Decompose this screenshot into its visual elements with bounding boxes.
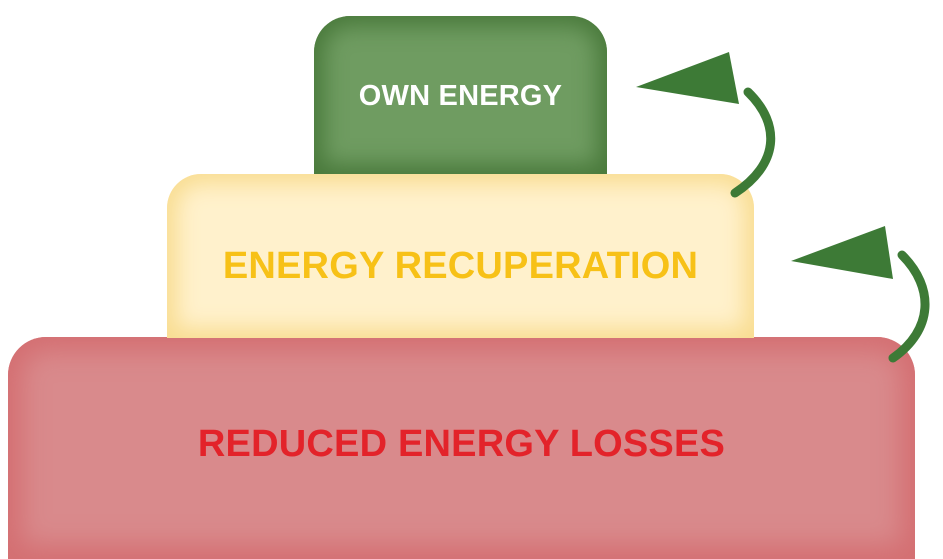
arrow-head-lower (791, 226, 893, 279)
arrow-shaft-upper (730, 87, 776, 198)
tier-label-reduced-energy-losses: REDUCED ENERGY LOSSES (197, 422, 726, 465)
tier-label-energy-recuperation: ENERGY RECUPERATION (222, 244, 699, 287)
tier-own-energy: OWN ENERGY (314, 16, 607, 174)
tier-reduced-energy-losses: REDUCED ENERGY LOSSES (8, 337, 915, 559)
arrow-head-upper (636, 52, 739, 104)
tier-label-own-energy: OWN ENERGY (358, 80, 563, 112)
tier-energy-recuperation: ENERGY RECUPERATION (167, 174, 754, 338)
curved-arrow-upper (636, 52, 776, 198)
